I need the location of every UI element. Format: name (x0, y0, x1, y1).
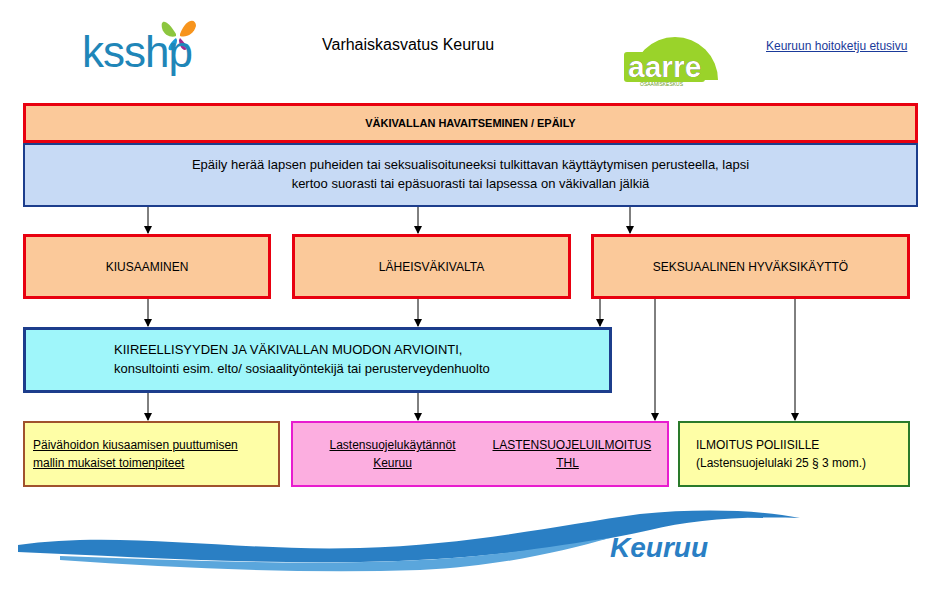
node-text: Lastensuojelukäytännöt Keuruu (318, 436, 468, 472)
arrow-connector (148, 299, 149, 326)
title: Varhaiskasvatus Keuruu (322, 36, 494, 54)
place-name: Keuruu (610, 534, 708, 562)
category-box: SEKSUAALINEN HYVÄKSIKÄYTTÖ (591, 234, 910, 299)
arrow-connector (148, 207, 149, 233)
arrow-connector (795, 299, 796, 420)
node-text: konsultointi esim. elto/ sosiaalityöntek… (114, 360, 490, 379)
header-box: VÄKIVALLAN HAVAITSEMINEN / EPÄILY (23, 103, 918, 143)
node-text: Epäily herää lapsen puheiden tai seksual… (175, 156, 766, 194)
wave-brush (18, 511, 800, 563)
node-text: VÄKIVALLAN HAVAITSEMINEN / EPÄILY (365, 117, 575, 129)
action-box: Päivähoidon kiusaamisen puuttumisen mall… (23, 421, 280, 487)
arrow-connector (630, 207, 631, 233)
node-text: SEKSUAALINEN HYVÄKSIKÄYTTÖ (653, 260, 848, 274)
action-box: Lastensuojelukäytännöt Keuruu LASTENSUOJE… (291, 421, 669, 487)
arrow-connector (418, 207, 419, 233)
node-text: ILMOITUS POLIISILLE (Lastensuojelulaki 2… (696, 436, 898, 472)
link: Keuruun hoitoketju etusivu (766, 39, 907, 53)
category-box: KIUSAAMINEN (23, 234, 271, 299)
category-box: LÄHEISVÄKIVALTA (292, 234, 571, 299)
node-text: LÄHEISVÄKIVALTA (379, 260, 484, 274)
wave-brush (60, 538, 610, 571)
logo-text: aarre (624, 52, 705, 82)
logo-text: ksshp (82, 30, 192, 74)
arrow-connector (418, 299, 419, 326)
node-text: LASTENSUOJELUILMOITUS THL (493, 436, 643, 472)
node-text: KIIREELLISYYDEN JA VÄKIVALLAN MUODON ARV… (114, 341, 462, 360)
logo-subtext: OSAAMISKESKUS (640, 82, 683, 87)
arrow-connector (600, 299, 601, 326)
node-text: KIUSAAMINEN (106, 260, 189, 274)
arrow-connector (418, 393, 419, 420)
arrow-connector (655, 299, 656, 420)
description-box: Epäily herää lapsen puheiden tai seksual… (23, 143, 918, 207)
action-box: ILMOITUS POLIISILLE (Lastensuojelulaki 2… (678, 421, 910, 487)
arrow-connector (148, 393, 149, 420)
node-text: Päivähoidon kiusaamisen puuttumisen mall… (33, 436, 268, 472)
assessment-box: KIIREELLISYYDEN JA VÄKIVALLAN MUODON ARV… (23, 327, 612, 393)
